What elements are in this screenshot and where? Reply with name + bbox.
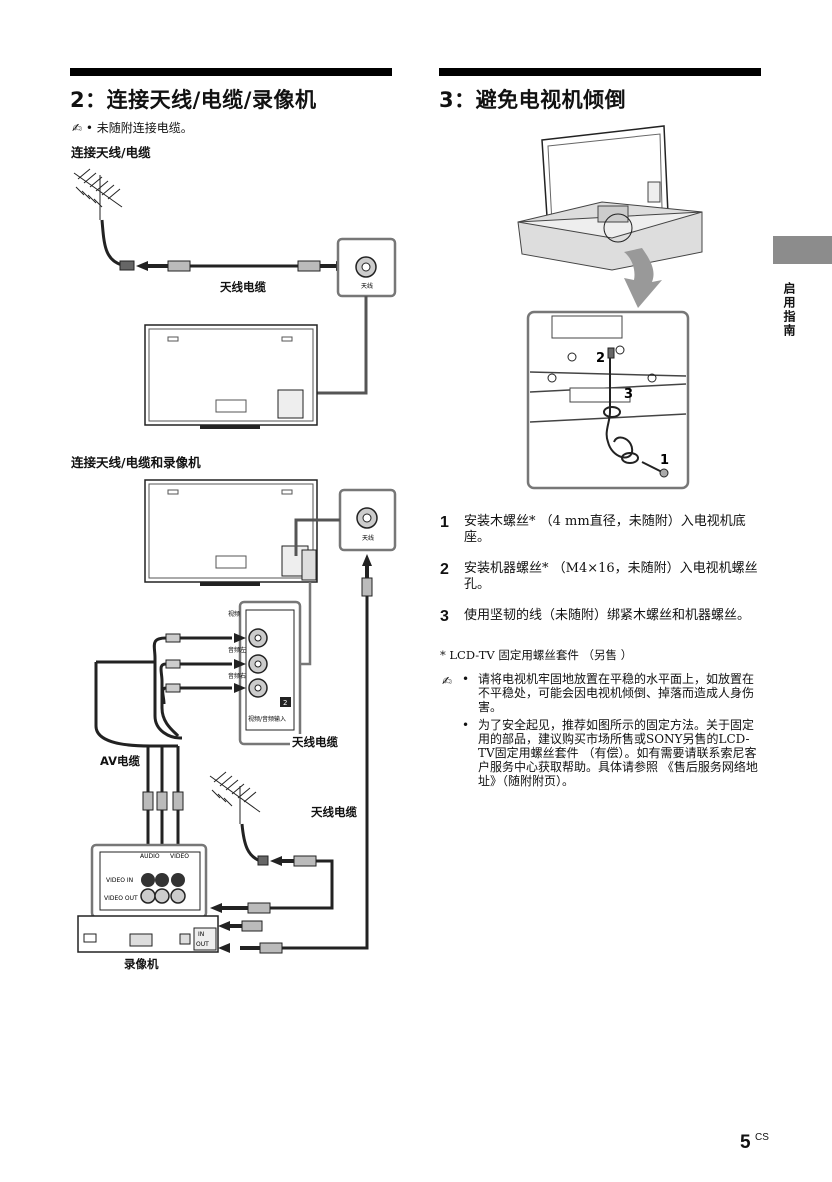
bullet-2-text: 为了安全起见，推荐如图所示的固定方法。关于固定用的部品，建议购买市场所售或SON… [478, 718, 758, 788]
av-cable-label: AV电缆 [98, 753, 143, 769]
antenna-icon-2 [209, 771, 261, 824]
bullet-2: • 为了安全起见，推荐如图所示的固定方法。关于固定用的部品，建议购买市场所售或S… [462, 718, 762, 788]
jack-input-label: 视频/音频输入 [248, 715, 286, 723]
page-number-value: 5 [740, 1132, 751, 1153]
step-3-number: 3 [440, 608, 449, 625]
bullet-1-text: 请将电视机牢固地放置在平稳的水平面上，如放置在不平稳处，可能会因电视机倾倒、掉落… [478, 672, 755, 714]
vcr-audio-label: AUDIO [140, 853, 160, 860]
section2-title: 2：连接天线/电缆/录像机 [70, 88, 317, 112]
jack-audio-l-label: 音频左 [228, 646, 246, 654]
input-badge-2: 2 [283, 699, 287, 707]
side-tab-text: 启用指南 [782, 282, 796, 338]
step-2-text: 安装机器螺丝* （M4×16，未随附）入电视机螺丝孔。 [464, 561, 758, 592]
vcr-video-out-label: VIDEO OUT [104, 895, 138, 902]
diagram-tv-stand: 2 3 1 [517, 125, 703, 490]
page-number: 5 CS [740, 1132, 769, 1154]
callout-1: 1 [660, 453, 669, 468]
callout-2: 2 [596, 351, 605, 366]
side-tab [773, 236, 832, 264]
note-pencil-icon: ✍ [72, 121, 83, 135]
vcr-out-label: OUT [196, 941, 209, 948]
step-1-text: 安装木螺丝* （4 mm直径，未随附）入电视机底座。 [464, 514, 746, 545]
footnote: * LCD-TV 固定用螺丝套件 （另售 ） [440, 648, 633, 662]
step-1-number: 1 [440, 514, 449, 531]
note-pencil-icon-2: ✍ [442, 674, 453, 688]
vcr-label: 录像机 [122, 956, 161, 972]
step-2-number: 2 [440, 561, 449, 578]
step-3-text: 使用坚韧的线（未随附）绑紧木螺丝和机器螺丝。 [464, 608, 751, 623]
page-number-suffix: CS [755, 1132, 769, 1143]
jack-video-label: 视频 [228, 610, 240, 618]
vcr-in-label: IN [198, 931, 204, 938]
section2-sub2: 连接天线/电缆和录像机 [71, 455, 201, 470]
jack-antenna-label: 天线 [361, 282, 373, 290]
section2-note-text: • 未随附连接电缆。 [85, 121, 193, 135]
vcr-video-label: VIDEO [170, 853, 189, 860]
section2-note: ✍ • 未随附连接电缆。 [72, 119, 193, 136]
bullet-dot-2: • [462, 718, 470, 732]
bullet-dot-1: • [462, 672, 470, 686]
section3-title: 3：避免电视机倾倒 [439, 88, 627, 112]
antenna-icon [73, 168, 123, 220]
section2-sub1: 连接天线/电缆 [71, 145, 151, 160]
section3-rule [439, 68, 761, 76]
antenna-cable-label-2: 天线电缆 [290, 734, 340, 750]
jack-antenna-label-2: 天线 [362, 534, 374, 542]
diagram-antenna-tv: 天线 [73, 168, 397, 429]
antenna-cable-label-3: 天线电缆 [309, 804, 359, 820]
bullet-1: • 请将电视机牢固地放置在平稳的水平面上，如放置在不平稳处，可能会因电视机倾倒、… [462, 672, 762, 714]
vcr-video-in-label: VIDEO IN [106, 877, 133, 884]
section2-rule [70, 68, 392, 76]
antenna-cable-label-1: 天线电缆 [218, 279, 268, 295]
jack-audio-r-label: 音频右 [228, 672, 246, 680]
diagram-antenna-tv-vcr: 天线 视频 音频左 音频右 2 视频/音频输入 [77, 479, 397, 954]
callout-3: 3 [624, 387, 633, 402]
